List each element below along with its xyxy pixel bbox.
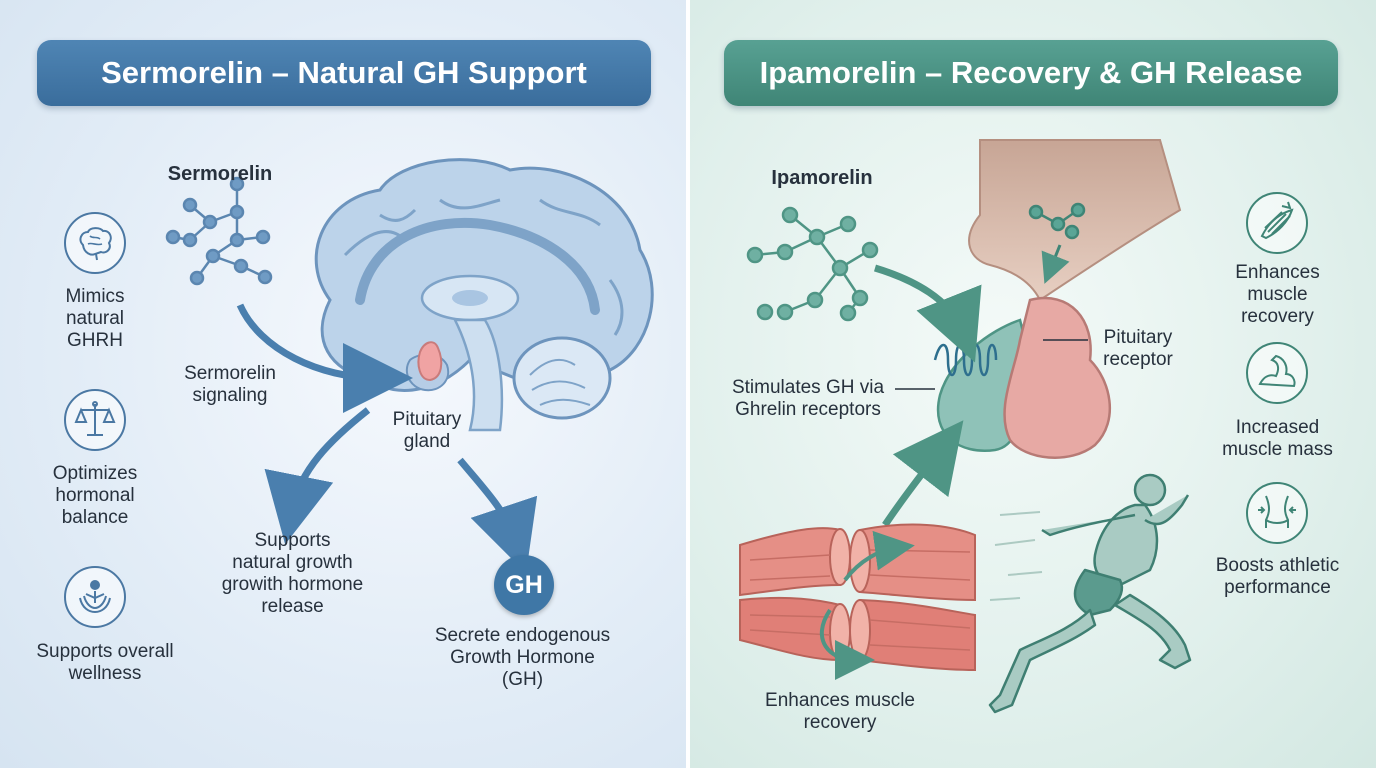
sermorelin-molecule-label: Sermorelin [167,163,273,185]
sermorelin-title: Sermorelin – Natural GH Support [37,40,651,106]
gh-arrow [457,457,538,574]
benefit-athletic-performance: Boosts athletic performance [1215,555,1340,598]
ipamorelin-molecule-label: Ipamorelin [771,167,873,189]
wellness-person-icon [64,566,126,628]
gh-badge: GH [494,555,554,615]
runner-illustration [988,473,1192,714]
hypothalamus-illustration [968,139,1182,302]
pituitary-gland-label: Pituitary gland [392,409,462,452]
benefit-mimics-ghrh: Mimics natural GHRH [65,286,125,351]
ipamorelin-molecule-icon [746,206,879,322]
benefit-muscle-mass: Increased muscle mass [1222,417,1333,460]
stimulates-gh-label: Stimulates GH via Ghrelin receptors [731,377,885,420]
supports-arrow [264,407,371,545]
muscle-to-receptor-arrow [882,420,964,527]
muscle-fiber-illustration [739,523,976,672]
flexed-arm-icon [1246,342,1308,404]
pituitary-receptor-label: Pituitary receptor [1103,327,1173,370]
receptor-pink-lobe [1003,296,1111,459]
benefit-muscle-recovery: Enhances muscle recovery [1235,262,1320,327]
ghrelin-receptor-icon [933,343,998,377]
benefit-overall-wellness: Supports overall wellness [36,641,174,684]
brain-icon [64,212,126,274]
brain-illustration [314,158,654,432]
muscle-fiber-icon [1246,192,1308,254]
scales-icon [64,389,126,451]
waist-icon [1246,482,1308,544]
secrete-gh-label: Secrete endogenous Growth Hormone (GH) [434,625,611,690]
enhances-muscle-recovery-label: Enhances muscle recovery [765,690,915,733]
pituitary-gland-icon [417,341,443,382]
ipamorelin-title: Ipamorelin – Recovery & GH Release [724,40,1338,106]
benefit-hormonal-balance: Optimizes hormonal balance [52,463,138,528]
sermorelin-illustration [165,158,654,574]
hypothalamus-molecule-icon [1028,202,1086,240]
ipamorelin-illustration [739,139,1192,714]
panel-divider [686,0,690,768]
sermorelin-signaling-label: Sermorelin signaling [184,363,276,406]
ipamorelin-panel: Ipamorelin – Recovery & GH Release [690,0,1376,768]
sermorelin-molecule-icon [165,176,273,286]
signaling-arrow [236,303,413,413]
ipamorelin-to-receptor-arrow [873,264,982,363]
supports-release-label: Supports natural growth growith hormone … [221,530,364,617]
sermorelin-panel: Sermorelin – Natural GH Support [0,0,686,768]
